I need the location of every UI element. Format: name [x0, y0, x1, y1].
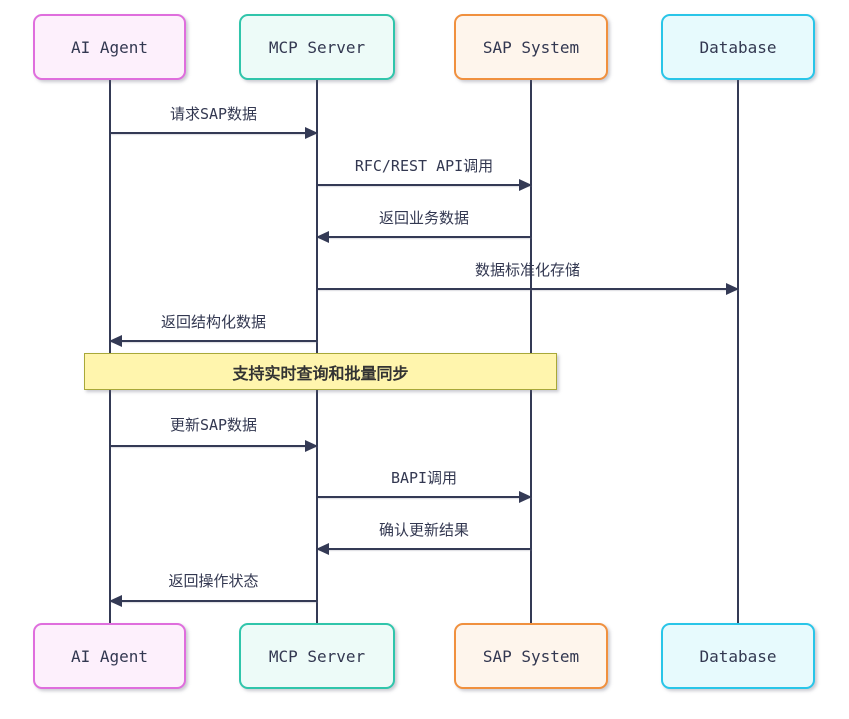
- arrowhead-right-icon: [305, 440, 318, 452]
- message-label: 数据标准化存储: [474, 261, 580, 279]
- actor-label: Database: [699, 37, 777, 57]
- message-arrow: [109, 595, 317, 607]
- message-label: RFC/REST API调用: [354, 157, 494, 175]
- actor-label: MCP Server: [268, 646, 366, 666]
- actor-box-sap-system-bottom: SAP System: [454, 623, 608, 689]
- message-arrow: [110, 127, 318, 139]
- arrowhead-right-icon: [726, 283, 739, 295]
- actor-label: Database: [699, 646, 777, 666]
- lifeline-mcp-server: [316, 80, 318, 623]
- message-label: 请求SAP数据: [169, 105, 258, 123]
- arrowhead-right-icon: [519, 491, 532, 503]
- actor-label: SAP System: [482, 37, 580, 57]
- arrowhead-left-icon: [316, 231, 329, 243]
- message-label: 返回结构化数据: [160, 313, 266, 331]
- message-arrow: [317, 283, 739, 295]
- arrowhead-left-icon: [316, 543, 329, 555]
- actor-box-ai-agent-top: AI Agent: [33, 14, 186, 80]
- lifeline-database: [737, 80, 739, 623]
- actor-box-sap-system-top: SAP System: [454, 14, 608, 80]
- message-arrow: [317, 491, 532, 503]
- message-label: BAPI调用: [390, 469, 458, 487]
- arrowhead-right-icon: [519, 179, 532, 191]
- lifeline-ai-agent: [109, 80, 111, 623]
- message-arrow: [316, 543, 531, 555]
- arrowhead-left-icon: [109, 595, 122, 607]
- arrowhead-left-icon: [109, 335, 122, 347]
- actor-box-database-bottom: Database: [661, 623, 815, 689]
- actor-box-database-top: Database: [661, 14, 815, 80]
- message-arrow: [316, 231, 531, 243]
- arrowhead-right-icon: [305, 127, 318, 139]
- message-arrow: [110, 440, 318, 452]
- actor-box-ai-agent-bottom: AI Agent: [33, 623, 186, 689]
- actor-label: AI Agent: [70, 646, 149, 666]
- message-label: 确认更新结果: [378, 521, 469, 539]
- message-label: 返回业务数据: [378, 209, 469, 227]
- actor-box-mcp-server-top: MCP Server: [239, 14, 395, 80]
- message-arrow: [109, 335, 317, 347]
- message-label: 更新SAP数据: [169, 416, 258, 434]
- note-box: 支持实时查询和批量同步: [84, 353, 557, 390]
- actor-label: SAP System: [482, 646, 580, 666]
- actor-label: AI Agent: [70, 37, 149, 57]
- actor-label: MCP Server: [268, 37, 366, 57]
- lifeline-sap-system: [530, 80, 532, 623]
- message-label: 返回操作状态: [168, 572, 259, 590]
- message-arrow: [317, 179, 532, 191]
- actor-box-mcp-server-bottom: MCP Server: [239, 623, 395, 689]
